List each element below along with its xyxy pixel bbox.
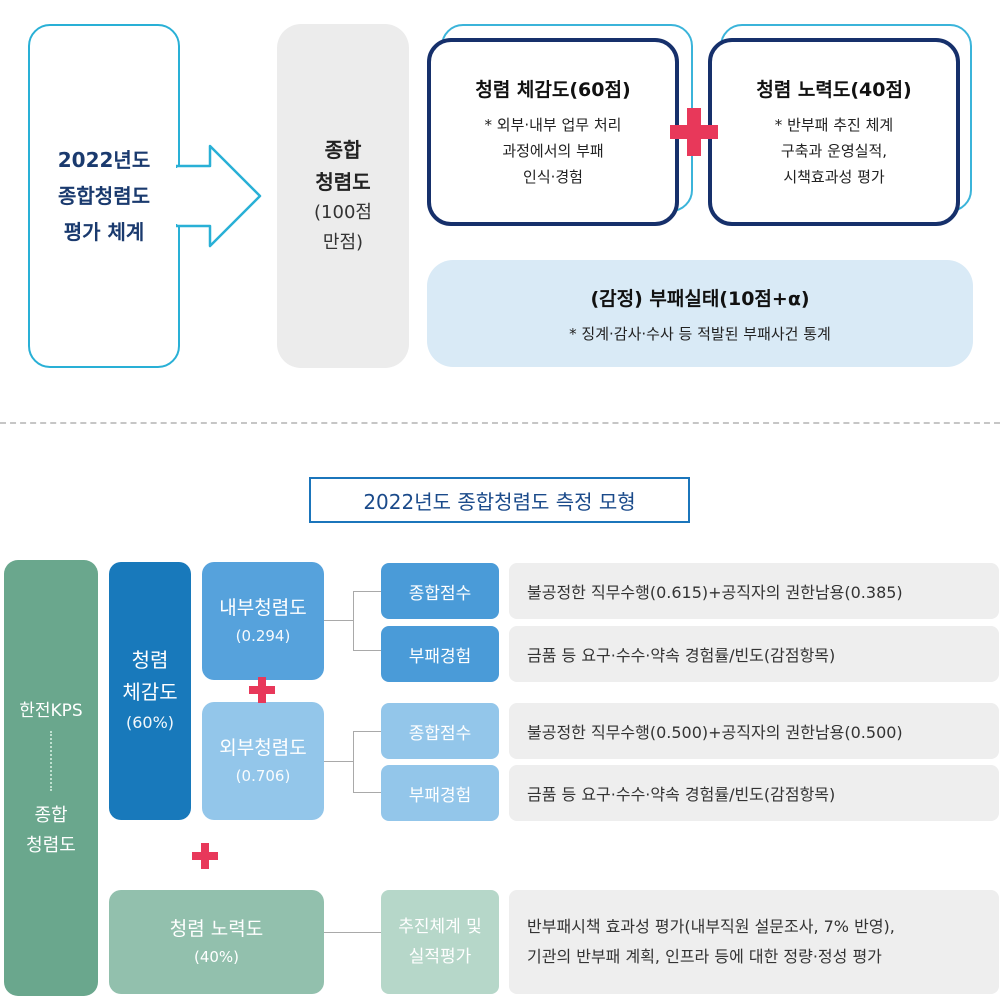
- connector-line: [324, 932, 381, 933]
- system-line-3: 평가 체계: [63, 220, 145, 244]
- perception-weight: (60%): [125, 713, 175, 732]
- corruption-title: (감정) 부패실태(10점+α): [590, 287, 810, 310]
- tag-corruption-experience-external: 부패경험: [381, 765, 499, 821]
- connector-line: [353, 650, 381, 651]
- kps-total-line-2: 청렴도: [26, 834, 76, 856]
- perception-box: 청렴 체감도(60점) * 외부·내부 업무 처리 과정에서의 부패 인식·경험: [427, 38, 679, 226]
- tag-system-performance: 추진체계 및 실적평가: [381, 890, 499, 994]
- effort-desc-1: * 반부패 추진 체계: [774, 115, 894, 134]
- model-title: 2022년도 종합청렴도 측정 모형: [309, 477, 690, 523]
- row-desc-internal-experience: 금품 등 요구·수수·약속 경험률/빈도(감점항목): [509, 626, 999, 682]
- row-desc-internal-score: 불공정한 직무수행(0.615)+공직자의 권한남용(0.385): [509, 563, 999, 619]
- system-line-2: 종합청렴도: [58, 184, 150, 208]
- perception-label-1: 청렴: [131, 648, 169, 672]
- perception-title: 청렴 체감도(60점): [475, 78, 631, 101]
- total-title-line-1: 종합: [324, 138, 362, 162]
- total-sub-line-2: 만점): [322, 232, 364, 253]
- tag-total-score-external: 종합점수: [381, 703, 499, 759]
- effort-desc-line-2: 기관의 반부패 계획, 인프라 등에 대한 정량·정성 평가: [527, 947, 882, 966]
- total-title-line-2: 청렴도: [315, 170, 371, 194]
- plus-icon-small-vertical: [258, 677, 266, 703]
- plus-icon-medium-vertical: [201, 843, 209, 869]
- effort-label: 청렴 노력도: [169, 918, 264, 940]
- row-desc-external-experience: 금품 등 요구·수수·약속 경험률/빈도(감점항목): [509, 765, 999, 821]
- connector-line: [353, 591, 381, 592]
- effort-desc-line-1: 반부패시책 효과성 평가(내부직원 설문조사, 7% 반영),: [527, 917, 895, 936]
- connector-line: [353, 731, 354, 792]
- connector-line: [324, 761, 354, 762]
- effort-title: 청렴 노력도(40점): [756, 78, 912, 101]
- external-weight: (0.706): [235, 767, 291, 785]
- perception-weight-box: 청렴 체감도 (60%): [109, 562, 191, 820]
- total-sub-line-1: (100점: [314, 202, 372, 223]
- plus-icon-vertical: [687, 108, 701, 156]
- evaluation-system-box: 2022년도 종합청렴도 평가 체계: [28, 24, 180, 368]
- dotted-separator: [50, 730, 52, 791]
- kps-total-box: 한전KPS 종합 청렴도: [4, 560, 98, 996]
- effort-weight: (40%): [193, 948, 240, 966]
- tag-corruption-experience-internal: 부패경험: [381, 626, 499, 682]
- connector-line: [353, 591, 354, 650]
- connector-line: [324, 620, 354, 621]
- perception-label-2: 체감도: [122, 680, 178, 704]
- system-line-1: 2022년도: [57, 148, 151, 172]
- internal-title: 내부청렴도: [219, 597, 307, 619]
- external-integrity-box: 외부청렴도 (0.706): [202, 702, 324, 820]
- row-desc-effort: 반부패시책 효과성 평가(내부직원 설문조사, 7% 반영), 기관의 반부패 …: [509, 890, 999, 994]
- effort-weight-box: 청렴 노력도 (40%): [109, 890, 324, 994]
- section-divider: [0, 422, 1000, 424]
- kps-total-line-1: 종합: [34, 804, 68, 826]
- perception-desc-1: * 외부·내부 업무 처리: [484, 115, 622, 134]
- external-title: 외부청렴도: [219, 737, 307, 759]
- internal-integrity-box: 내부청렴도 (0.294): [202, 562, 324, 680]
- connector-line: [353, 731, 381, 732]
- effort-box: 청렴 노력도(40점) * 반부패 추진 체계 구축과 운영실적, 시책효과성 …: [708, 38, 960, 226]
- tag-system-line-1: 추진체계 및: [398, 917, 482, 937]
- effort-desc-3: 시책효과성 평가: [783, 167, 885, 186]
- perception-desc-2: 과정에서의 부패: [502, 141, 604, 160]
- internal-weight: (0.294): [235, 627, 291, 645]
- tag-total-score-internal: 종합점수: [381, 563, 499, 619]
- right-arrow-icon: [174, 144, 262, 248]
- total-integrity-box: 종합 청렴도 (100점 만점): [277, 24, 409, 368]
- connector-line: [353, 792, 381, 793]
- corruption-status-box: (감정) 부패실태(10점+α) * 징계·감사·수사 등 적발된 부패사건 통…: [427, 260, 973, 367]
- kps-label: 한전KPS: [19, 700, 83, 721]
- effort-desc-2: 구축과 운영실적,: [780, 141, 888, 160]
- tag-system-line-2: 실적평가: [408, 947, 472, 967]
- corruption-desc: * 징계·감사·수사 등 적발된 부패사건 통계: [569, 324, 831, 343]
- perception-desc-3: 인식·경험: [523, 167, 583, 186]
- row-desc-external-score: 불공정한 직무수행(0.500)+공직자의 권한남용(0.500): [509, 703, 999, 759]
